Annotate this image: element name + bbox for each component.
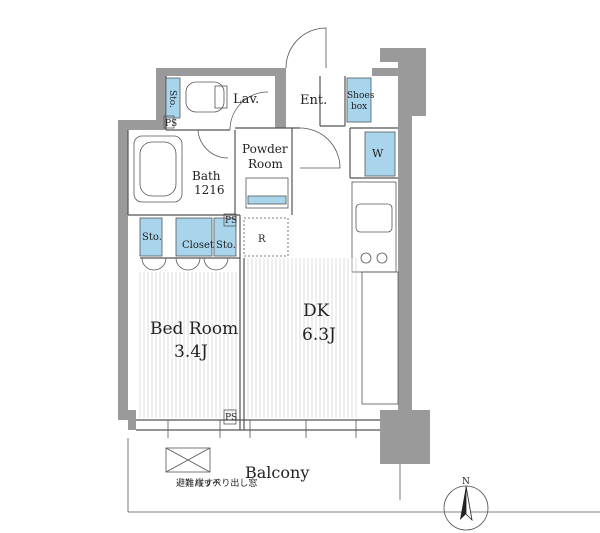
ps-label-1: PS bbox=[165, 119, 177, 129]
north-label: N bbox=[462, 477, 470, 487]
closet bbox=[175, 217, 213, 257]
dk-floor-lines bbox=[247, 258, 357, 418]
powder-label-2: Room bbox=[248, 157, 283, 171]
closet-label: Closet bbox=[182, 240, 214, 251]
bath-label-2: 1216 bbox=[194, 183, 225, 197]
entrance-label: Ent. bbox=[300, 93, 327, 108]
exterior-walls bbox=[118, 48, 430, 464]
powder-label-1: Powder bbox=[242, 142, 288, 156]
shoes-box-label-1: Shoes bbox=[347, 91, 375, 101]
dk-size: 6.3J bbox=[302, 325, 336, 345]
storage-w bbox=[364, 131, 396, 177]
storage-bed-left bbox=[139, 217, 163, 257]
fixtures bbox=[133, 81, 393, 473]
ps-label-2: PS bbox=[225, 216, 237, 226]
interior-walls bbox=[127, 76, 399, 438]
evacuation-hatch-label: 避難ハッチ bbox=[176, 477, 221, 489]
shoes-box-label-2: box bbox=[351, 102, 367, 112]
bedroom-size: 3.4J bbox=[174, 342, 208, 362]
balcony-note: 縦すべり出し窓 bbox=[195, 477, 257, 489]
storage-bed-right-label: Sto. bbox=[216, 240, 236, 251]
lav-label: Lav. bbox=[233, 92, 259, 107]
storage-lav bbox=[165, 77, 181, 119]
dk-name: DK bbox=[303, 301, 330, 321]
storage-lav-label: Sto. bbox=[167, 90, 177, 108]
balcony-label: Balcony bbox=[245, 463, 309, 482]
shoes-box bbox=[346, 77, 372, 123]
north-arrow bbox=[443, 485, 489, 531]
bedroom-name: Bed Room bbox=[150, 319, 238, 339]
refrigerator-label: R bbox=[258, 234, 266, 245]
storage-bed-left-label: Sto. bbox=[142, 232, 162, 243]
storage-units bbox=[139, 77, 396, 257]
storage-bed-right bbox=[213, 217, 237, 257]
doors bbox=[141, 27, 341, 271]
balcony bbox=[127, 438, 600, 513]
w-label: W bbox=[372, 147, 384, 160]
bath-label-1: Bath bbox=[192, 169, 221, 183]
bedroom-floor-lines bbox=[139, 272, 237, 418]
ps-label-3: PS bbox=[225, 413, 237, 423]
